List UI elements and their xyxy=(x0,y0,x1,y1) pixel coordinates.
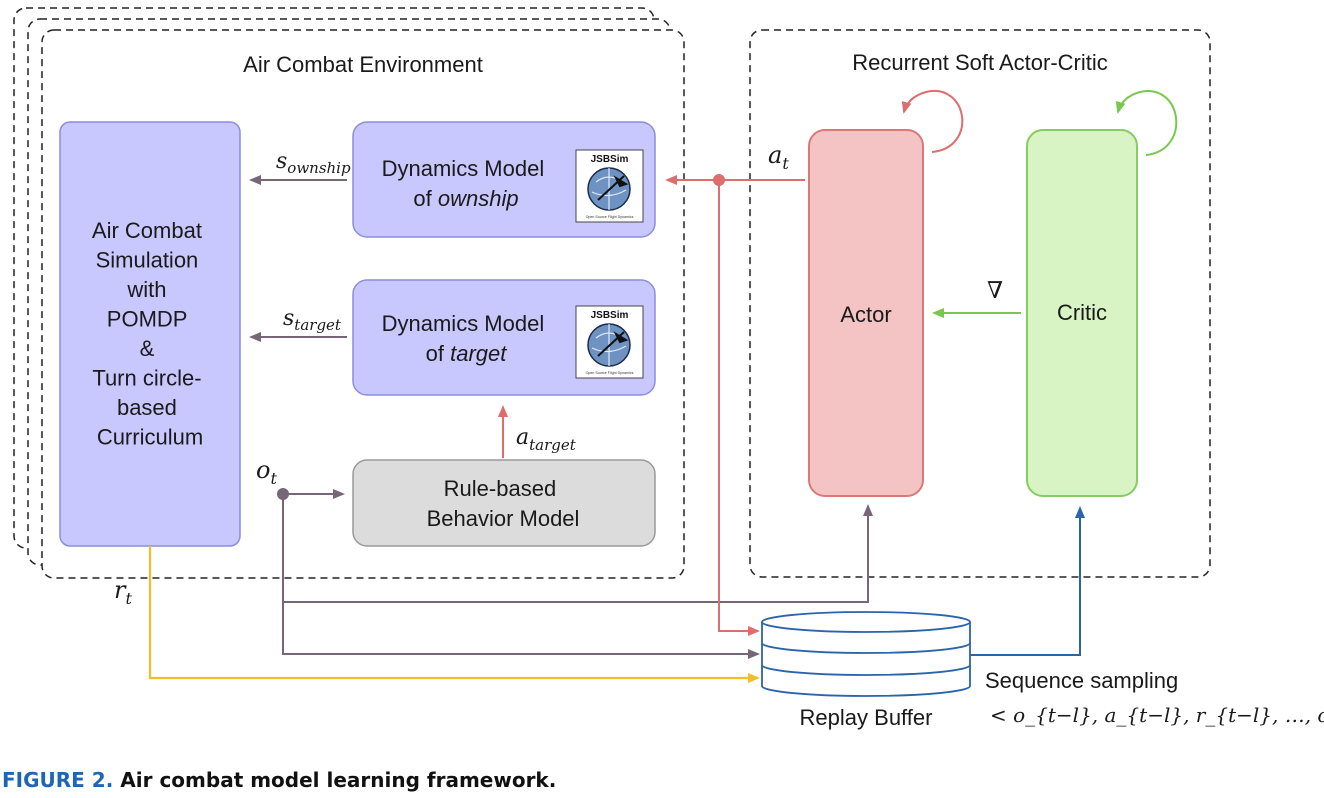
a-t-base: a xyxy=(768,141,782,169)
simulation-line: Curriculum xyxy=(97,425,203,450)
simulation-line: Turn circle- xyxy=(92,366,201,391)
simulation-box xyxy=(59,121,241,547)
simulation-line: & xyxy=(140,336,155,361)
r-t-arrow xyxy=(148,546,760,683)
target-dynamics-label: Dynamics Model of target xyxy=(382,311,551,366)
figure-caption-text: Air combat model learning framework. xyxy=(120,768,557,792)
r-t-label: rt xyxy=(114,576,132,608)
environment-title: Air Combat Environment xyxy=(243,52,483,77)
o-t-to-actor-arrow xyxy=(282,494,873,603)
figure-number: FIGURE 2. xyxy=(2,768,114,792)
o-t-sub: t xyxy=(270,469,277,488)
sampling-arrow xyxy=(970,506,1085,656)
simulation-line: with xyxy=(126,277,166,302)
replay-buffer-label: Replay Buffer xyxy=(800,705,933,730)
simulation-line: Air Combat xyxy=(92,218,202,243)
simulation-line: POMDP xyxy=(107,307,187,332)
replay-buffer-icon xyxy=(761,611,971,697)
s-ownship-label: sownship xyxy=(276,149,351,177)
s-target-label: starget xyxy=(283,306,342,334)
s-target-base: s xyxy=(283,306,294,331)
actor-box xyxy=(808,129,924,497)
behavior-model-line2: Behavior Model xyxy=(427,506,580,531)
behavior-model-box xyxy=(352,459,656,547)
s-target-sub: target xyxy=(294,316,342,334)
simulation-label: Air Combat Simulation with POMDP & Turn … xyxy=(92,218,208,450)
ownship-dynamics-of: of xyxy=(413,186,437,211)
o-t-label: ot xyxy=(256,456,277,488)
jsbsim-logo-text: JSBSim xyxy=(591,310,629,321)
actor-label: Actor xyxy=(840,302,891,327)
target-dynamics-of: of xyxy=(426,341,450,366)
behavior-model-label: Rule-based Behavior Model xyxy=(427,476,580,531)
behavior-model-line1: Rule-based xyxy=(444,476,557,501)
jsbsim-logo-text: JSBSim xyxy=(591,154,629,165)
o-t-to-buffer-arrow xyxy=(282,602,760,659)
a-target-sub: target xyxy=(529,436,577,454)
critic-box xyxy=(1026,129,1138,497)
critic-recurrent-loop xyxy=(1115,90,1178,156)
figure-caption: FIGURE 2. Air combat model learning fram… xyxy=(2,768,556,792)
framework-diagram: Air Combat Environment Recurrent Soft Ac… xyxy=(13,7,1324,730)
simulation-line: Simulation xyxy=(96,248,199,273)
jsbsim-logo-subtext: Open Source Flight Dynamics xyxy=(586,371,634,375)
agent-frame xyxy=(749,29,1211,578)
jsbsim-logo-subtext: Open Source Flight Dynamics xyxy=(586,215,634,219)
ownship-dynamics-italic: ownship xyxy=(438,186,519,211)
ownship-dynamics-label: Dynamics Model of ownship xyxy=(382,156,551,211)
a-t-to-buffer-arrow xyxy=(718,180,760,636)
s-ownship-sub: ownship xyxy=(287,159,351,177)
agent-title: Recurrent Soft Actor-Critic xyxy=(852,50,1108,75)
target-dynamics-line1: Dynamics Model xyxy=(382,311,545,336)
target-dynamics-italic: target xyxy=(450,341,507,366)
a-t-sub: t xyxy=(782,154,789,173)
actor-recurrent-loop xyxy=(901,89,964,153)
sequence-sampling-label: Sequence sampling xyxy=(985,668,1178,693)
jsbsim-logo-icon: JSBSim Open Source Flight Dynamics xyxy=(575,149,644,223)
sequence-tuple: < o_{t−l}, a_{t−l}, r_{t−l}, …, o_t, at,… xyxy=(990,703,1324,727)
a-target-base: a xyxy=(516,425,529,450)
a-target-label: atarget xyxy=(516,425,577,454)
r-t-sub: t xyxy=(125,589,132,608)
a-t-label: at xyxy=(768,141,789,173)
gradient-symbol: ∇ xyxy=(987,278,1003,304)
simulation-line: based xyxy=(117,395,177,420)
critic-label: Critic xyxy=(1057,300,1107,325)
s-ownship-base: s xyxy=(276,149,287,174)
ownship-dynamics-line1: Dynamics Model xyxy=(382,156,545,181)
jsbsim-logo-icon: JSBSim Open Source Flight Dynamics xyxy=(575,305,644,379)
r-t-base: r xyxy=(114,576,127,604)
o-t-base: o xyxy=(256,456,270,484)
